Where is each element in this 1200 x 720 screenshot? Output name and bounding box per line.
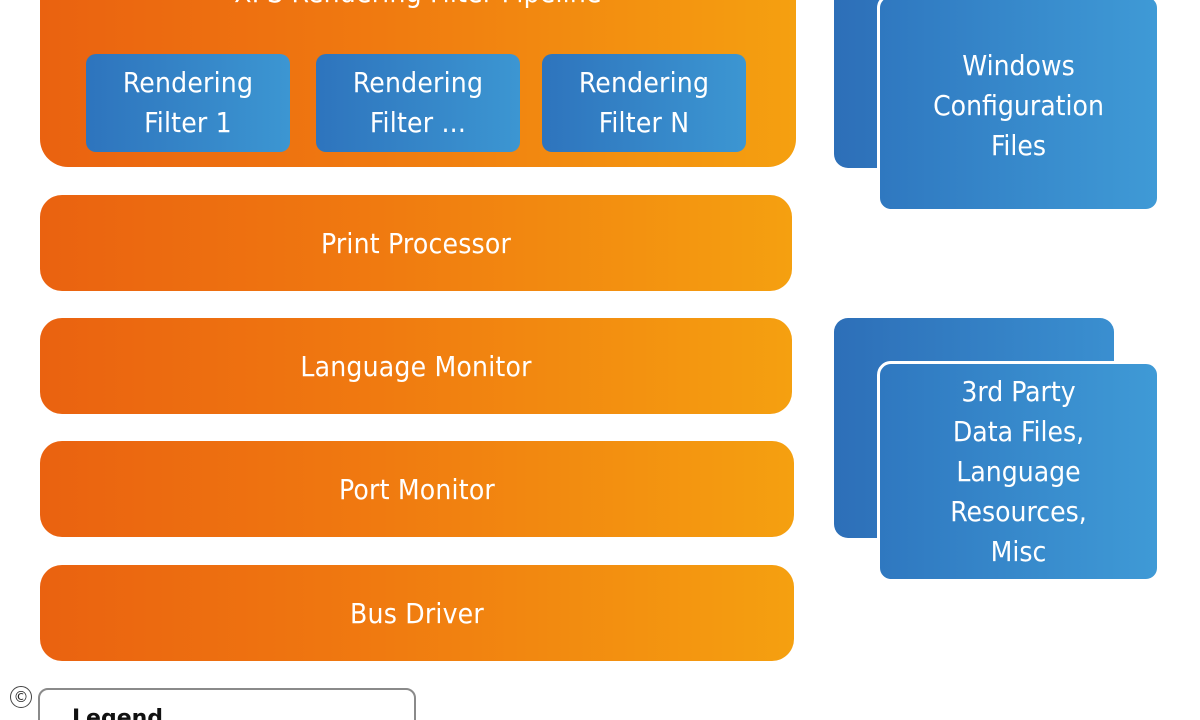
windows-config-line2: Configuration	[933, 89, 1104, 122]
windows-config-line1: Windows	[962, 49, 1075, 82]
third-party-line1: 3rd Party	[961, 374, 1076, 408]
rendering-filter-middle: Rendering Filter ...	[316, 54, 520, 152]
filter-n-line1: Rendering	[578, 66, 710, 99]
pipeline-title: XPS Rendering Filter Pipeline	[40, 0, 796, 9]
rendering-filter-pipeline: XPS Rendering Filter Pipeline Rendering …	[40, 0, 796, 167]
filter-1-line2: Filter 1	[144, 106, 232, 139]
third-party-line4: Resources,	[950, 494, 1087, 528]
language-monitor-layer: Language Monitor	[40, 318, 792, 414]
filter-middle-line2: Filter ...	[369, 106, 467, 139]
windows-config-line3: Files	[990, 129, 1047, 162]
rendering-filter-1: Rendering Filter 1	[86, 54, 290, 152]
legend-box: Legend	[38, 688, 416, 720]
bus-driver-label: Bus Driver	[350, 596, 484, 630]
windows-config-files-box: Windows Configuration Files	[877, 0, 1160, 212]
port-monitor-layer: Port Monitor	[40, 441, 794, 537]
filter-1-line1: Rendering	[122, 66, 254, 99]
language-monitor-label: Language Monitor	[300, 349, 532, 383]
third-party-files-box: 3rd Party Data Files, Language Resources…	[877, 361, 1160, 582]
third-party-line2: Data Files,	[952, 414, 1085, 448]
port-monitor-label: Port Monitor	[339, 472, 495, 506]
filter-n-line2: Filter N	[598, 106, 690, 139]
third-party-line3: Language	[956, 454, 1081, 488]
legend-title: Legend	[72, 706, 164, 720]
copyright-icon: ©	[10, 686, 32, 708]
third-party-line5: Misc	[990, 534, 1047, 568]
print-processor-layer: Print Processor	[40, 195, 792, 291]
print-processor-label: Print Processor	[320, 226, 512, 260]
filter-middle-line1: Rendering	[352, 66, 484, 99]
bus-driver-layer: Bus Driver	[40, 565, 794, 661]
rendering-filter-n: Rendering Filter N	[542, 54, 746, 152]
